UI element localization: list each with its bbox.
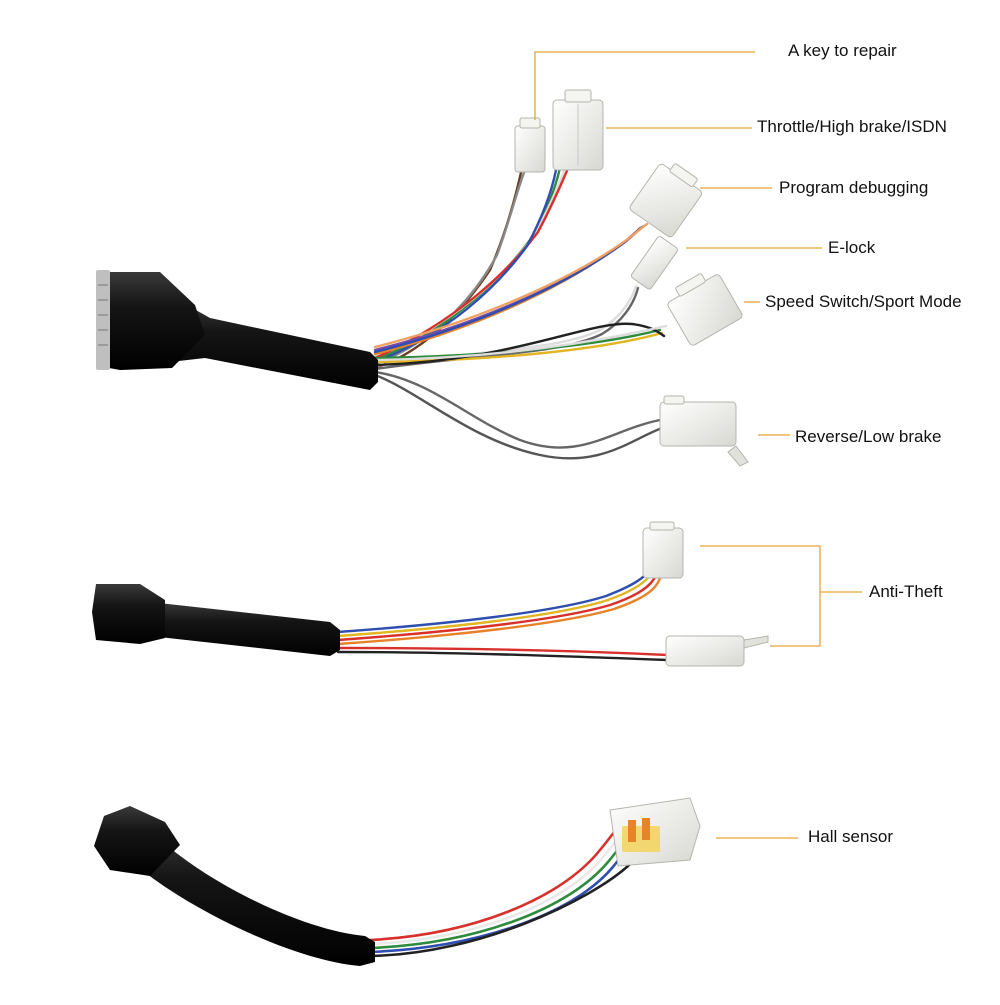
connector-a-key-to-repair <box>514 117 546 173</box>
connector-reverse <box>659 395 749 467</box>
hall-sensor-sheath <box>130 830 375 966</box>
leader-anti-theft <box>700 545 821 647</box>
main-harness-plug <box>98 272 205 370</box>
anti-theft-sheath <box>150 602 340 656</box>
wire-grey-4 <box>373 373 664 460</box>
label-e-lock: E-lock <box>828 238 876 257</box>
connector-speed-switch <box>667 273 743 346</box>
wire-orange-3 <box>336 576 662 646</box>
wire-purple <box>373 224 646 352</box>
hall-sensor-harness <box>94 797 701 966</box>
wire-blue <box>373 168 558 364</box>
wire-yellow <box>373 331 664 364</box>
wire-red <box>373 164 571 360</box>
hall-sensor-plug <box>94 806 180 876</box>
wire-red-3 <box>336 646 670 657</box>
connector-hall-sensor <box>609 797 701 867</box>
wire-yellow-2 <box>336 570 654 638</box>
wire-orange-2 <box>373 222 649 349</box>
connector-program-debugging <box>629 163 703 238</box>
wire-red-4 <box>368 824 622 942</box>
connector-throttle <box>552 89 604 171</box>
leader-lines <box>534 51 862 839</box>
wire-white <box>373 166 567 358</box>
main-harness-wires <box>373 164 668 460</box>
wire-grey-3 <box>373 370 662 449</box>
label-anti-theft: Anti-Theft <box>869 582 943 601</box>
wire-brown <box>373 166 524 370</box>
anti-theft-harness <box>92 521 769 667</box>
anti-theft-plug <box>92 584 165 644</box>
label-speed-switch: Speed Switch/Sport Mode <box>765 292 962 311</box>
main-harness-sheath <box>170 300 378 390</box>
wire-grey <box>373 168 527 366</box>
connector-e-lock <box>630 236 678 290</box>
label-program-debugging: Program debugging <box>779 178 929 197</box>
leader-a-key-to-repair <box>534 51 755 120</box>
label-throttle: Throttle/High brake/ISDN <box>757 117 947 136</box>
label-reverse: Reverse/Low brake <box>795 427 942 446</box>
label-hall-sensor: Hall sensor <box>808 827 894 846</box>
connector-anti-theft-2 <box>665 635 769 667</box>
connector-anti-theft-1 <box>642 521 684 579</box>
wire-red-2 <box>336 573 658 642</box>
anti-theft-wires <box>336 568 670 662</box>
main-harness <box>96 89 749 467</box>
wire-green <box>373 166 562 362</box>
wire-blue-3 <box>336 568 651 634</box>
wire-black-2 <box>336 650 670 662</box>
label-a-key-to-repair: A key to repair <box>788 41 897 60</box>
wire-white-3 <box>373 324 668 362</box>
hall-sensor-wires <box>368 824 644 958</box>
